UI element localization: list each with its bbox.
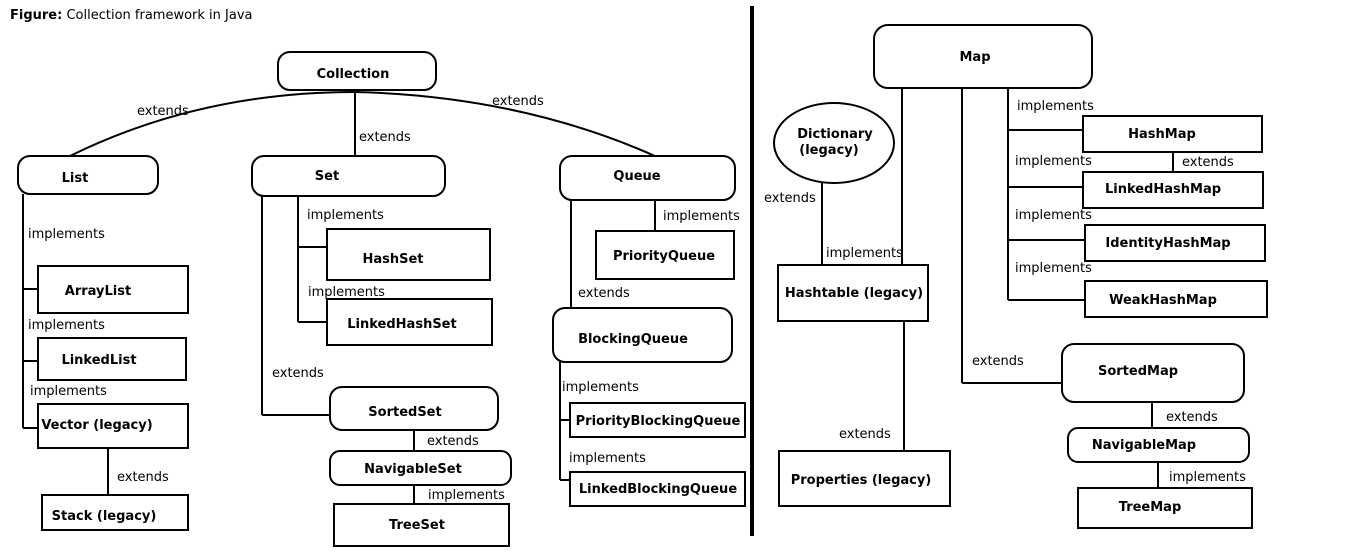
navigableset-node-box [329, 450, 512, 486]
label-blockingqueue-priorityblockingqueue: implements [562, 380, 639, 395]
label-navigableset-treeset: implements [428, 488, 505, 503]
linkedblockingqueue-node-label: LinkedBlockingQueue [579, 482, 737, 497]
hashmap-node-box [1082, 115, 1263, 153]
label-sortedmap-navigablemap: extends [1166, 410, 1218, 425]
weakhashmap-node-box [1084, 280, 1268, 318]
edge-collection-queue [354, 91, 656, 157]
treemap-node-label: TreeMap [1119, 500, 1182, 515]
collection-node-box [277, 51, 437, 91]
navigableset-node-label: NavigableSet [364, 462, 462, 477]
linkedhashset-node-label: LinkedHashSet [347, 317, 456, 332]
weakhashmap-node-label: WeakHashMap [1109, 293, 1217, 308]
linkedlist-node-label: LinkedList [61, 353, 136, 368]
linkedhashset-node-box [326, 298, 493, 346]
label-map-identityhashmap: implements [1015, 208, 1092, 223]
vector-node-box [37, 403, 189, 449]
label-collection-set: extends [359, 130, 411, 145]
label-list-vector: implements [30, 384, 107, 399]
arraylist-node-label: ArrayList [65, 284, 131, 299]
priorityqueue-node-box [595, 230, 735, 280]
sortedset-node-box [329, 386, 499, 431]
label-map-hashtable: implements [826, 246, 903, 261]
collection-node-label: Collection [317, 67, 390, 82]
set-node-box [251, 155, 446, 197]
figure-caption: Figure: Collection framework in Java [10, 8, 253, 23]
label-list-arraylist: implements [28, 227, 105, 242]
properties-node-box [778, 450, 951, 507]
label-set-linkedhashset: implements [308, 285, 385, 300]
hashtable-node-label: Hashtable (legacy) [785, 286, 923, 301]
dictionary-node-shape [773, 102, 895, 184]
map-node-box [873, 24, 1093, 89]
stack-node-box [41, 494, 189, 531]
blockingqueue-node-label: BlockingQueue [578, 332, 688, 347]
treeset-node-label: TreeSet [389, 518, 445, 533]
node-shapes [17, 24, 1268, 547]
dictionary-node-label-line2: (legacy) [799, 143, 858, 158]
label-hashtable-properties: extends [839, 427, 891, 442]
label-navigablemap-treemap: implements [1169, 470, 1246, 485]
dictionary-node-label-line1: Dictionary [797, 127, 873, 142]
label-dictionary-hashtable: extends [764, 191, 816, 206]
hashset-node-box [326, 228, 491, 281]
linkedhashmap-node-label: LinkedHashMap [1105, 182, 1221, 197]
linkedhashmap-node-box [1082, 171, 1264, 209]
sortedmap-node-box [1061, 343, 1245, 403]
label-queue-priorityqueue: implements [663, 209, 740, 224]
label-list-linkedlist: implements [28, 318, 105, 333]
label-map-linkedhashmap: implements [1015, 154, 1092, 169]
properties-node-label: Properties (legacy) [791, 473, 932, 488]
treemap-node-box [1077, 487, 1253, 529]
linkedlist-node-box [37, 337, 187, 381]
stack-node-label: Stack (legacy) [52, 509, 157, 524]
queue-node-box [559, 155, 736, 201]
treeset-node-box [333, 503, 510, 547]
edge-labels: extends extends extends implements imple… [28, 94, 1246, 503]
node-labels: Collection List Set Queue ArrayList Link… [41, 50, 1230, 533]
navigablemap-node-label: NavigableMap [1092, 438, 1196, 453]
set-node-label: Set [315, 169, 339, 184]
label-set-hashset: implements [307, 208, 384, 223]
sortedmap-node-label: SortedMap [1098, 364, 1178, 379]
queue-node-label: Queue [613, 169, 660, 184]
edge-collection-list [69, 91, 356, 157]
hashmap-node-label: HashMap [1128, 127, 1196, 142]
identityhashmap-node-box [1084, 224, 1266, 262]
label-collection-queue: extends [492, 94, 544, 109]
label-map-sortedmap: extends [972, 354, 1024, 369]
label-blockingqueue-linkedblockingqueue: implements [569, 451, 646, 466]
label-collection-list: extends [137, 104, 189, 119]
list-node-label: List [62, 171, 89, 186]
vector-node-label: Vector (legacy) [41, 418, 152, 433]
identityhashmap-node-label: IdentityHashMap [1105, 236, 1230, 251]
hashset-node-label: HashSet [362, 252, 423, 267]
label-queue-blockingqueue: extends [578, 286, 630, 301]
linkedblockingqueue-node-box [569, 471, 746, 507]
hashtable-node-box [777, 264, 929, 322]
arraylist-node-box [37, 265, 189, 314]
priorityblockingqueue-node-label: PriorityBlockingQueue [576, 414, 741, 429]
caption-prefix: Figure: [10, 8, 63, 23]
map-node-label: Map [959, 50, 990, 65]
list-node-box [17, 155, 159, 195]
label-sortedset-navigableset: extends [427, 434, 479, 449]
label-map-weakhashmap: implements [1015, 261, 1092, 276]
label-hashmap-linkedhashmap: extends [1182, 155, 1234, 170]
connector-lines [22, 88, 1174, 504]
blockingqueue-node-box [552, 307, 733, 363]
label-map-hashmap: implements [1017, 99, 1094, 114]
priorityqueue-node-label: PriorityQueue [613, 249, 715, 264]
caption-text: Collection framework in Java [66, 8, 253, 23]
label-set-sortedset: extends [272, 366, 324, 381]
label-vector-stack: extends [117, 470, 169, 485]
sortedset-node-label: SortedSet [368, 405, 441, 420]
navigablemap-node-box [1067, 427, 1250, 463]
priorityblockingqueue-node-box [569, 402, 746, 438]
